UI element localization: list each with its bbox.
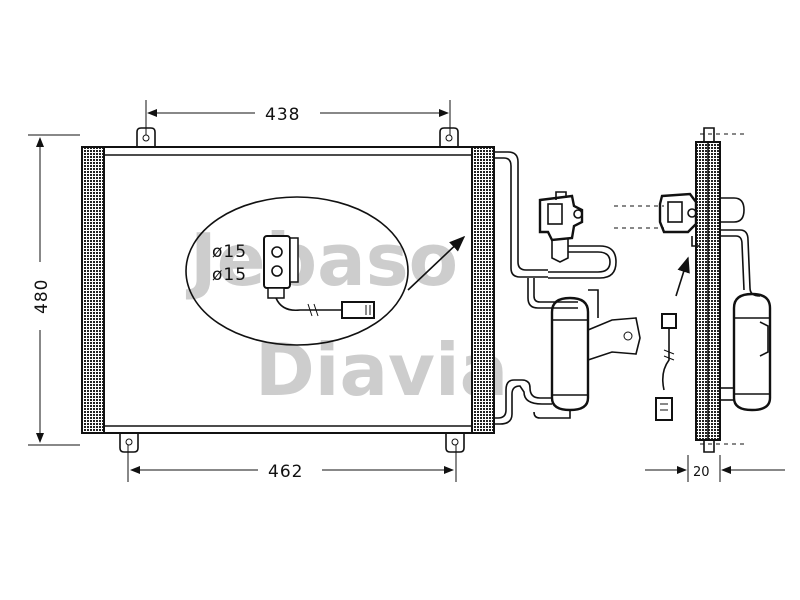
side-receiver-drier [732, 292, 772, 412]
dimension-label-bottom: 462 [268, 462, 303, 482]
side-valve-block [658, 192, 698, 234]
watermark: Jebaso Diavia [185, 218, 508, 412]
watermark-line-2: Diavia [255, 328, 508, 412]
dimension-bottom-width: 462 [127, 445, 457, 482]
watermark-line-1: Jebaso [185, 218, 458, 302]
side-sensor-connector-bottom [655, 397, 673, 421]
right-header-tank [471, 146, 495, 434]
sensor-connector [341, 301, 375, 319]
dimension-height: 480 [28, 134, 80, 446]
dimension-label-depth: 20 [693, 465, 710, 480]
mount-tab-bottom-left [119, 432, 139, 453]
pressure-valve-block [538, 194, 584, 242]
detail-callout: ø15 ø15 [185, 196, 466, 346]
port-diameter-label-1: ø15 [212, 242, 247, 262]
side-sensor-connector-top [661, 313, 677, 329]
fitting-block [263, 235, 291, 289]
condenser-side-view [614, 127, 772, 453]
mount-tab-top-left [136, 127, 156, 148]
dimension-label-top: 438 [265, 105, 300, 125]
mount-tab-bottom-right [445, 432, 465, 453]
dimension-label-height: 480 [32, 279, 52, 314]
drier-bracket [587, 317, 641, 361]
dimension-top-width: 438 [145, 100, 451, 135]
pipework [494, 151, 641, 425]
port-diameter-label-2: ø15 [212, 265, 247, 285]
dimension-depth: 20 [645, 455, 785, 482]
left-header-tank [81, 146, 105, 434]
receiver-drier [550, 296, 590, 412]
mount-tab-top-right [439, 127, 459, 148]
condenser-front-view [81, 127, 495, 453]
